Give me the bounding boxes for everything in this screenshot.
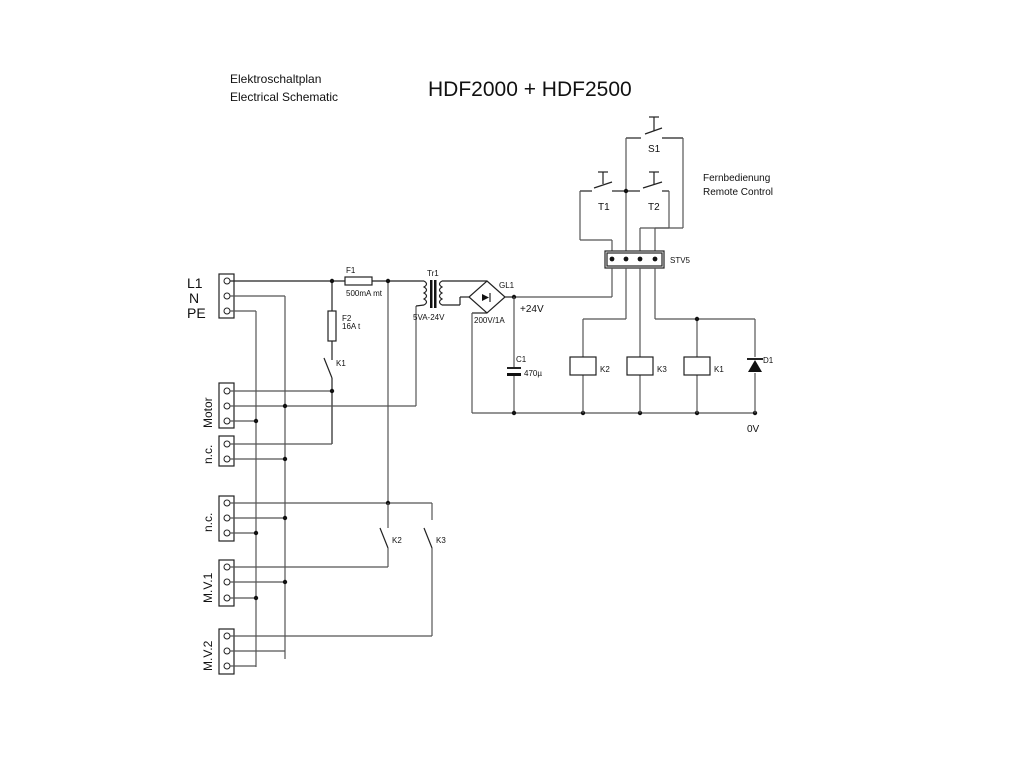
diode-d1 xyxy=(747,358,763,372)
relay-coil-k3 xyxy=(626,356,654,376)
gl1-value: 200V/1A xyxy=(474,316,505,325)
tr1-value: 5VA-24V xyxy=(413,313,445,322)
d1-label: D1 xyxy=(763,356,774,365)
f2-label: F2 xyxy=(342,314,352,323)
terminal-block-nc-mid xyxy=(218,495,235,542)
label-l1: L1 xyxy=(187,275,203,291)
terminal-block-motor xyxy=(218,382,235,429)
relay-coil-k2 xyxy=(569,356,597,376)
k2-contact xyxy=(379,503,389,555)
zero-v-label: 0V xyxy=(747,424,760,435)
f1-label: F1 xyxy=(346,266,356,275)
c1-value: 470µ xyxy=(524,369,542,378)
k3-contact xyxy=(423,503,433,549)
label-nc-mid: n.c. xyxy=(201,513,215,532)
s1-label: S1 xyxy=(648,144,661,155)
fuse-f2 xyxy=(327,310,337,342)
k3-contact-label: K3 xyxy=(436,536,446,545)
label-mv2: M.V.2 xyxy=(201,640,215,671)
terminal-block-nc-top xyxy=(218,435,235,467)
transformer-tr1 xyxy=(415,280,472,308)
junction-dots xyxy=(253,278,391,601)
t2-label: T2 xyxy=(648,202,660,213)
subtitle-german: Elektroschaltplan xyxy=(230,72,321,86)
k1-contact xyxy=(323,357,333,379)
label-pe: PE xyxy=(187,305,206,321)
c1-label: C1 xyxy=(516,355,527,364)
remote-label-german: Fernbedienung xyxy=(703,173,770,184)
tr1-label: Tr1 xyxy=(427,269,439,278)
remote-switch-wiring xyxy=(579,116,684,262)
k1-contact-label: K1 xyxy=(336,359,346,368)
subtitle-english: Electrical Schematic xyxy=(230,90,338,104)
label-motor: Motor xyxy=(201,397,215,428)
gl1-label: GL1 xyxy=(499,281,515,290)
k2-contact-label: K2 xyxy=(392,536,402,545)
plus24-label: +24V xyxy=(520,304,544,315)
label-nc-top: n.c. xyxy=(201,445,215,464)
relay-coil-k1 xyxy=(683,356,711,376)
label-n: N xyxy=(189,290,199,306)
k3-coil-label: K3 xyxy=(657,365,667,374)
mains-wiring xyxy=(230,280,433,667)
remote-label-english: Remote Control xyxy=(703,187,773,198)
f2-value: 16A t xyxy=(342,322,361,331)
terminal-block-mv1 xyxy=(218,559,235,607)
label-mv1: M.V.1 xyxy=(201,572,215,603)
connector-stv5 xyxy=(604,250,665,269)
fuse-f1 xyxy=(344,276,373,286)
terminal-block-mv2 xyxy=(218,628,235,675)
capacitor-c1 xyxy=(507,297,521,413)
coil-wiring xyxy=(582,268,756,413)
bridge-rectifier-gl1 xyxy=(468,280,514,413)
k2-coil-label: K2 xyxy=(600,365,610,374)
k1-coil-label: K1 xyxy=(714,365,724,374)
stv5-label: STV5 xyxy=(670,256,691,265)
zero-v-rail xyxy=(472,410,758,416)
t1-label: T1 xyxy=(598,202,610,213)
page-title: HDF2000 + HDF2500 xyxy=(428,78,632,101)
f1-value: 500mA mt xyxy=(346,289,383,298)
